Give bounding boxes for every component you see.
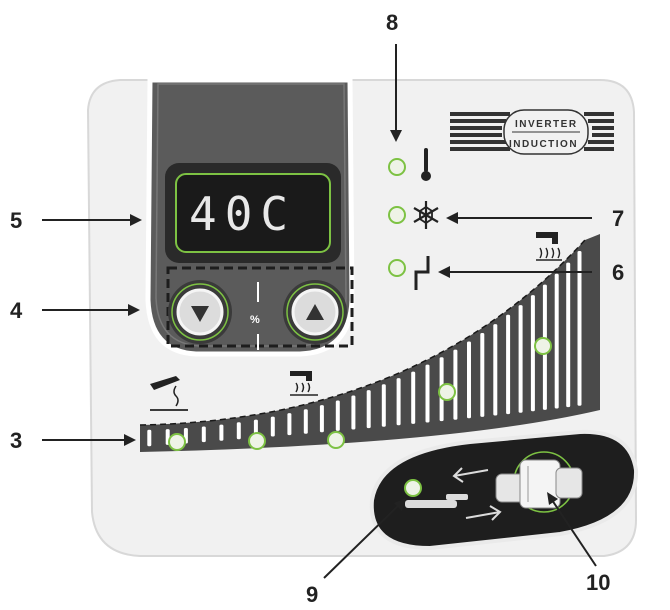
callout-label-4: 4 (10, 298, 23, 323)
soldering-iron-icon (150, 376, 188, 411)
power-bar-segment (201, 426, 206, 443)
logo-line-1: INVERTER (515, 119, 578, 130)
callout-label-8: 8 (386, 10, 398, 35)
power-bar-segment (270, 416, 275, 437)
callout-3: 3 (10, 428, 136, 453)
power-bar-segment (506, 314, 511, 415)
power-led-4 (438, 383, 456, 401)
display-value: 40C (189, 187, 296, 241)
callout-9: 9 (306, 498, 406, 607)
callout-label-7: 7 (612, 206, 624, 231)
power-bar-segment (566, 262, 571, 408)
callout-label-6: 6 (612, 260, 624, 285)
hot-iron-icon-right (536, 232, 562, 261)
power-bar-segment (493, 324, 498, 416)
callout-8: 8 (386, 10, 402, 142)
callout-6: 6 (438, 260, 624, 285)
callout-label-9: 9 (306, 582, 318, 607)
power-bar-segment (287, 413, 292, 436)
led-cooling (388, 206, 406, 224)
power-bar-segment (366, 390, 371, 429)
arrow-up-icon (306, 304, 324, 320)
iron-handle-icon (405, 494, 468, 508)
arrow-down-icon (191, 306, 209, 322)
power-bar-segment (467, 341, 471, 419)
inverter-induction-logo: INVERTER INDUCTION (450, 109, 614, 155)
down-button[interactable] (168, 280, 232, 344)
thermometer-icon (421, 148, 431, 181)
power-bar-segment (381, 384, 386, 427)
logo-line-2: INDUCTION (509, 139, 578, 150)
connector-plug-icon[interactable] (495, 451, 583, 513)
power-bar-segment (425, 364, 430, 423)
power-bar-segment (480, 333, 485, 417)
power-bar-segment (411, 371, 416, 424)
power-bar-segment (351, 395, 356, 430)
step-icon (414, 256, 430, 290)
power-led-5 (534, 337, 552, 355)
power-bar (140, 234, 600, 452)
power-bar-segment (303, 409, 308, 434)
power-bar-segment (147, 429, 152, 447)
arrow-right-icon (465, 505, 502, 521)
power-bar-segment (219, 424, 224, 441)
callout-label-3: 3 (10, 428, 22, 453)
power-bar-segment (396, 378, 401, 426)
power-bar-segment (319, 405, 324, 433)
callout-10: 10 (547, 492, 610, 595)
callout-7: 7 (446, 206, 624, 231)
power-bar-segments (147, 251, 582, 447)
percent-label: % (250, 314, 260, 326)
power-bar-segment (530, 295, 535, 412)
callout-5: 5 (10, 208, 142, 233)
hot-iron-icon-middle (290, 371, 318, 396)
led-step (388, 259, 406, 277)
power-bar-segment (236, 422, 241, 440)
power-led-3 (327, 431, 345, 449)
arrow-left-icon (452, 467, 489, 483)
up-button[interactable] (283, 280, 347, 344)
led-connector (404, 479, 422, 497)
callout-label-5: 5 (10, 208, 22, 233)
power-bar-segment (335, 400, 340, 431)
power-bar-segment (518, 305, 523, 413)
power-bar-segment (577, 251, 582, 406)
callout-label-10: 10 (586, 570, 610, 595)
led-temperature (388, 158, 406, 176)
power-bar-segment (453, 349, 458, 420)
power-led-2 (248, 432, 266, 450)
power-bar-segment (554, 273, 559, 409)
snowflake-icon (413, 201, 439, 229)
callout-4: 4 (10, 298, 140, 323)
keypad-area (166, 266, 354, 348)
power-led-1 (168, 433, 186, 451)
